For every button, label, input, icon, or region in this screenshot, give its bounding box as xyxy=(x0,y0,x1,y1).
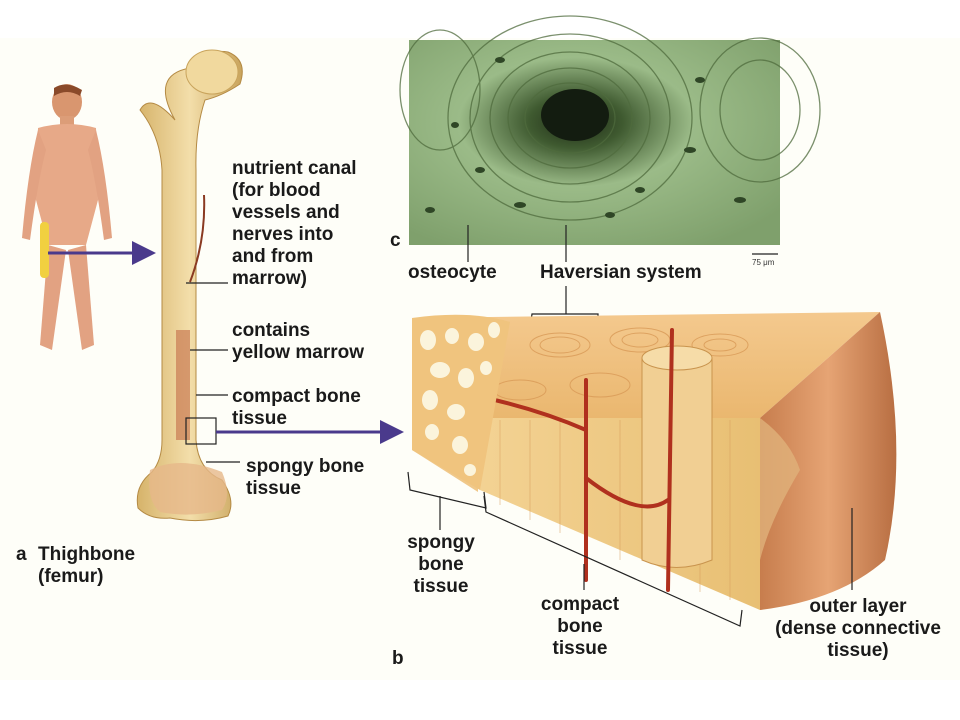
panel-letter-a: a xyxy=(16,544,27,565)
label-spongy-bone-femur: spongy bone tissue xyxy=(246,456,365,499)
bone-tissue-block xyxy=(412,312,897,610)
scale-bar-label: 75 μm xyxy=(752,258,775,267)
label-osteocyte: osteocyte xyxy=(408,262,497,283)
label-yellow-marrow: contains yellow marrow xyxy=(232,320,364,363)
label-compact-bone-block: compact bone tissue xyxy=(540,594,620,659)
panel-letter-b: b xyxy=(392,648,404,669)
label-outer-layer: outer layer (dense connective tissue) xyxy=(775,596,941,661)
panel-a-title: Thighbone (femur) xyxy=(38,544,136,587)
human-figure xyxy=(22,84,112,350)
femur-bone xyxy=(136,49,243,522)
panel-letter-c: c xyxy=(390,230,401,251)
label-spongy-bone-block: spongy bone tissue xyxy=(407,532,475,597)
label-nutrient-canal: nutrient canal (for blood vessels and ne… xyxy=(232,158,357,289)
label-haversian-system: Haversian system xyxy=(540,262,702,283)
haversian-micrograph xyxy=(399,15,821,245)
label-compact-bone-femur: compact bone tissue xyxy=(232,386,361,429)
